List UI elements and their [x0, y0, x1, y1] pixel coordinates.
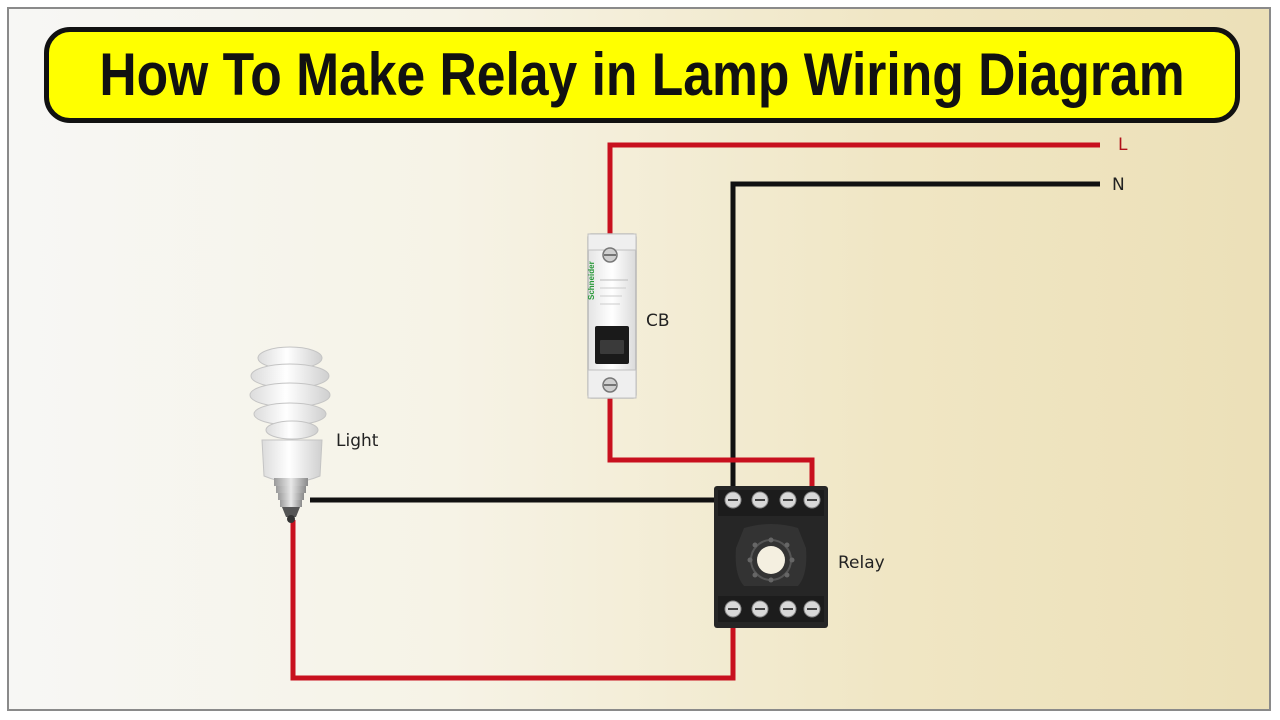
relay-socket — [714, 486, 828, 628]
circuit-breaker: Schneider — [587, 233, 637, 399]
line-label: L — [1118, 135, 1128, 155]
breaker-brand-text: Schneider — [587, 261, 596, 300]
page-title: How To Make Relay in Lamp Wiring Diagram — [99, 41, 1185, 108]
live-wire-lamp-return — [290, 520, 736, 681]
neutral-wire-supply — [730, 181, 1100, 500]
relay-bottom-terminals — [724, 600, 821, 618]
neutral-label: N — [1112, 175, 1125, 195]
diagram-background — [7, 7, 1271, 711]
live-wire-supply — [607, 142, 1100, 255]
relay-label: Relay — [838, 553, 885, 573]
title-banner: How To Make Relay in Lamp Wiring Diagram — [44, 27, 1240, 123]
live-wire-breaker-to-relay — [607, 385, 815, 500]
breaker-label: CB — [646, 311, 670, 331]
lamp-bulb — [249, 346, 331, 523]
relay-top-terminals — [724, 491, 821, 509]
wires — [290, 142, 1100, 681]
lamp-label: Light — [336, 431, 379, 451]
